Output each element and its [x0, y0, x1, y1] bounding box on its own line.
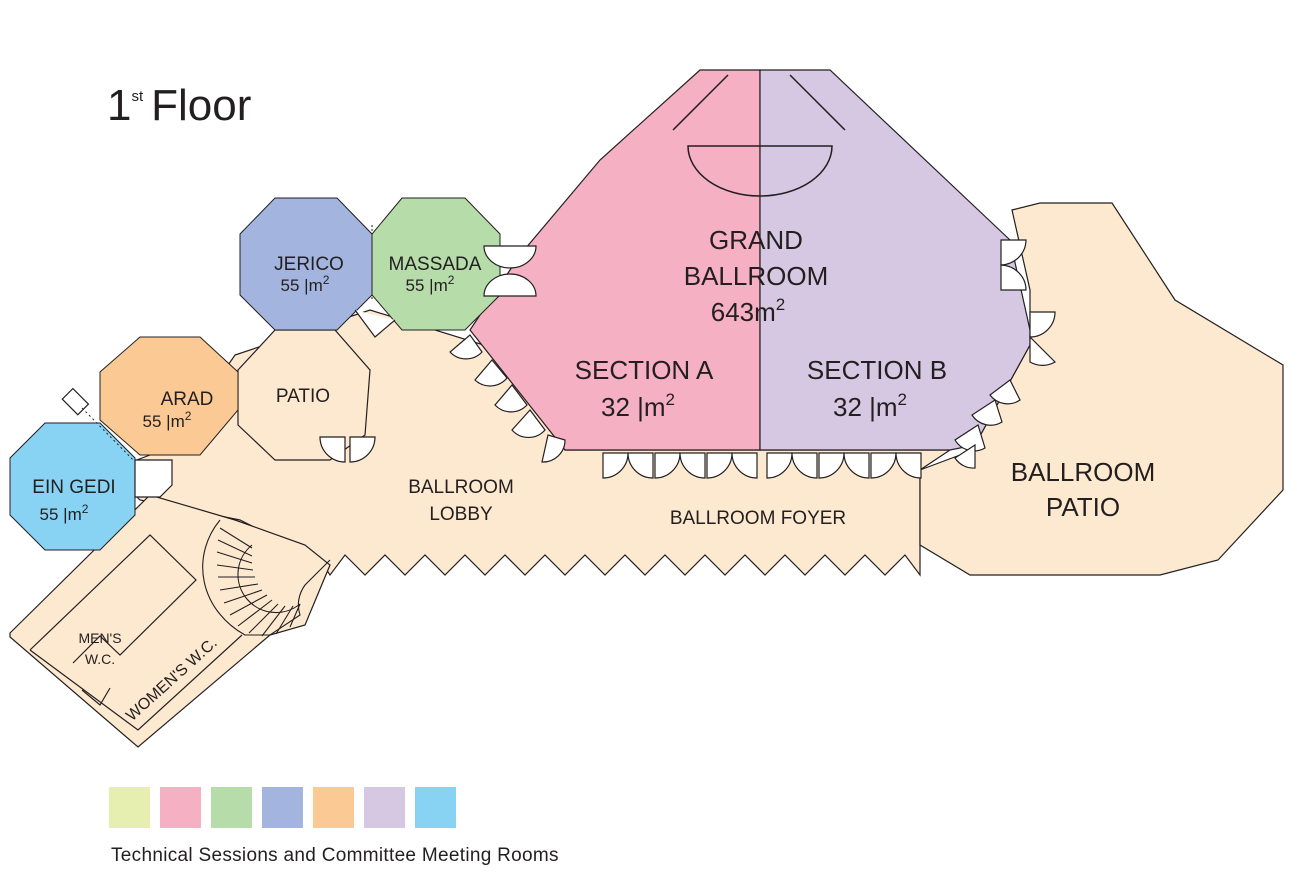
- floor-number: 1: [107, 81, 131, 130]
- jerico-area: 55 |m2: [281, 273, 330, 295]
- mens-wc-label-line1: MEN'S: [78, 630, 121, 646]
- room-jerico[interactable]: [239, 197, 373, 331]
- wc-outlines: [29, 534, 243, 731]
- floor-word: Floor: [151, 81, 251, 130]
- grand-ballroom-label-line1: GRAND: [709, 225, 803, 255]
- section-b-area: 32 |m2: [833, 390, 907, 422]
- legend-swatch: [415, 787, 456, 828]
- massada-label: MASSADA: [389, 254, 482, 275]
- arad-label: ARAD: [161, 389, 214, 410]
- pillar: [61, 387, 90, 416]
- corridor-area: [9, 202, 1284, 748]
- section-a-label: SECTION A: [575, 355, 714, 385]
- stage-line-right: [789, 74, 846, 131]
- ein-gedi-area: 55 |m2: [40, 502, 89, 524]
- ein-gedi-label: EIN GEDI: [32, 477, 115, 498]
- section-a-area: 32 |m2: [601, 390, 675, 422]
- legend-swatch: [262, 787, 303, 828]
- legend-swatch: [313, 787, 354, 828]
- legend-swatch: [109, 787, 150, 828]
- stage: [687, 145, 833, 197]
- staircase: [202, 519, 331, 637]
- ballroom-foyer-label: BALLROOM FOYER: [670, 508, 846, 529]
- room-arad[interactable]: [99, 336, 239, 456]
- grand-ballroom-area: 643m2: [711, 295, 786, 327]
- legend-swatch: [364, 787, 405, 828]
- arad-area: 55 |m2: [143, 409, 192, 431]
- section-b-label: SECTION B: [807, 355, 947, 385]
- legend-swatches: [109, 787, 456, 828]
- stage-line-left: [672, 74, 729, 131]
- mens-wc-label-line2: W.C.: [85, 651, 115, 667]
- grand-ballroom-label-line2: BALLROOM: [684, 261, 829, 291]
- ballroom-lobby-label-line2: LOBBY: [429, 504, 493, 525]
- legend-swatch: [160, 787, 201, 828]
- room-ein-gedi[interactable]: [9, 422, 136, 551]
- floor-title: 1st Floor: [107, 81, 251, 130]
- legend-swatch: [211, 787, 252, 828]
- floor-ordinal: st: [131, 88, 144, 105]
- ballroom-lobby-label-line1: BALLROOM: [408, 477, 514, 498]
- arad-step: [134, 459, 173, 498]
- doors: [319, 239, 1056, 479]
- jerico-label: JERICO: [274, 254, 344, 275]
- patio-label: PATIO: [276, 386, 330, 407]
- massada-area: 55 |m2: [406, 273, 455, 295]
- ballroom-patio-label-line2: PATIO: [1046, 492, 1120, 522]
- ballroom-patio-label-line1: BALLROOM: [1011, 457, 1156, 487]
- legend-caption: Technical Sessions and Committee Meeting…: [111, 845, 559, 866]
